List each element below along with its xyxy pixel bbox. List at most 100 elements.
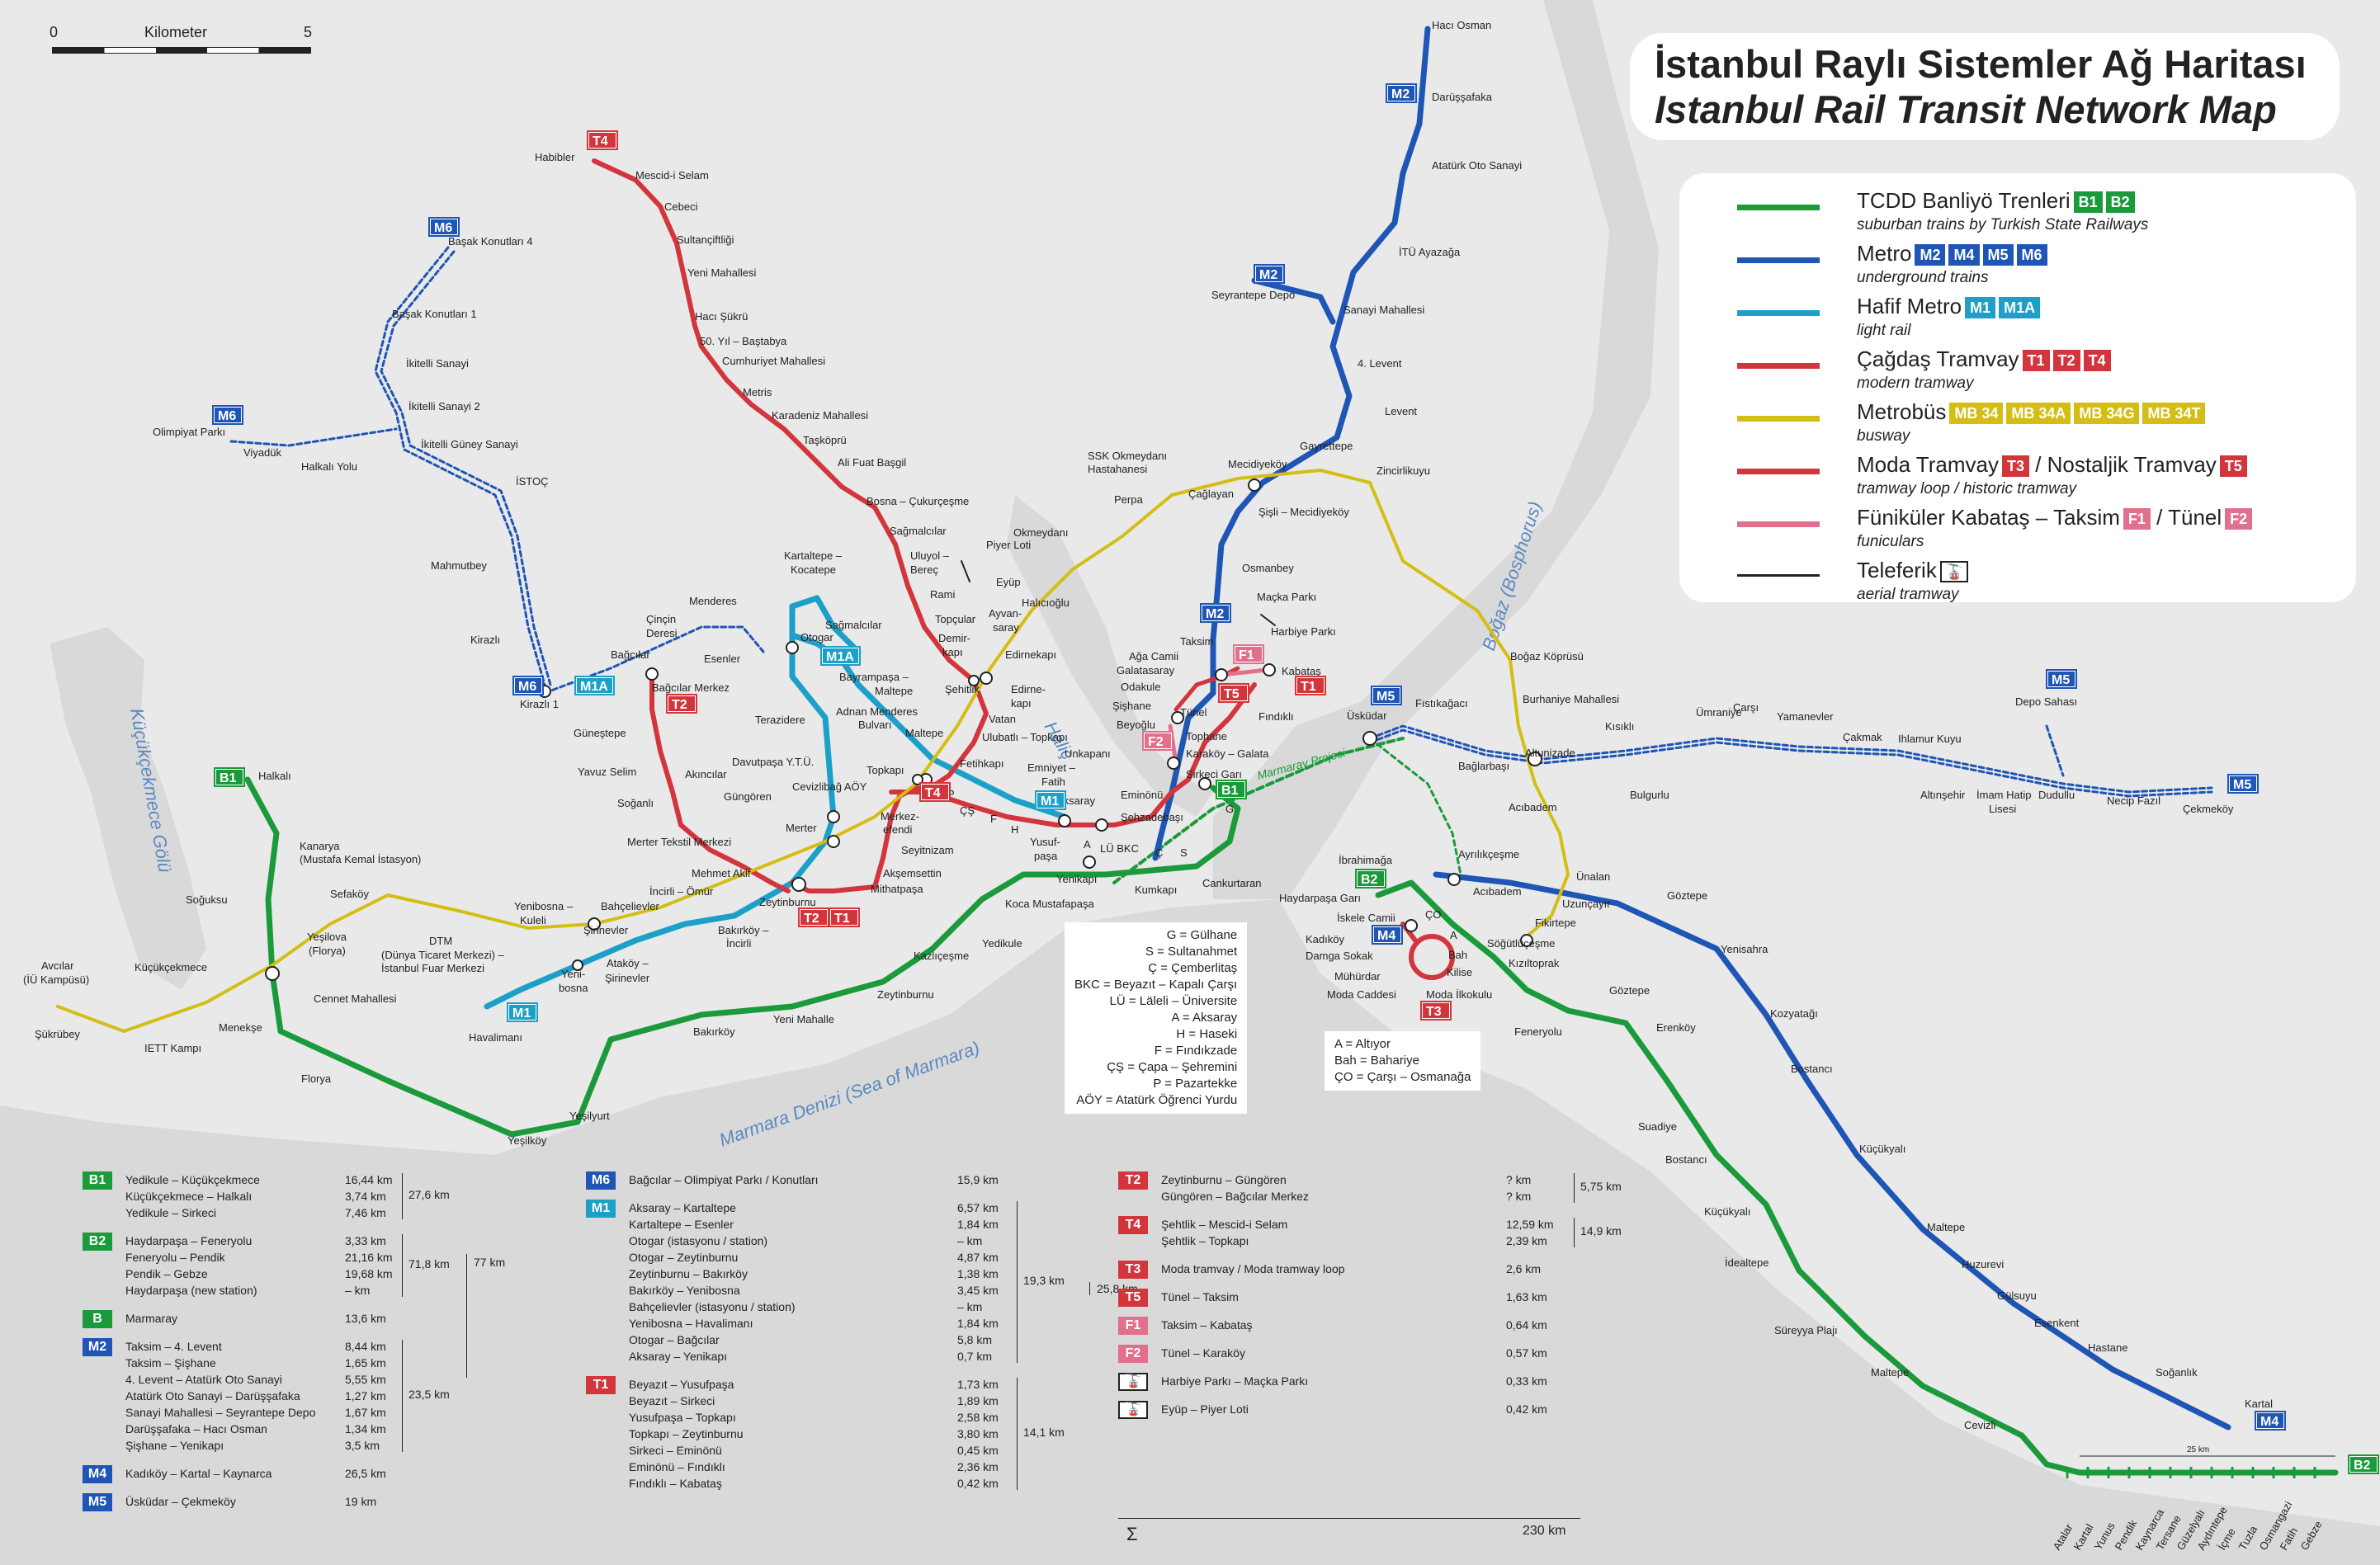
station-label[interactable]: Havalimanı [469,1031,522,1044]
station-label[interactable]: efendi [883,823,913,836]
station-label[interactable]: Esenkent [2034,1317,2080,1329]
station-label[interactable]: Altınşehir [1920,789,1966,801]
station-label[interactable]: Kısıklı [1605,720,1634,733]
station-label[interactable]: Feneryolu [1514,1025,1562,1038]
station-label[interactable]: Bulgurlu [1630,789,1669,801]
interchange[interactable] [1405,919,1418,932]
station-label[interactable]: Bakırköy – [718,924,769,936]
station-label[interactable]: Halkalı Yolu [301,460,357,473]
station-label[interactable]: Uluyol – [910,549,950,562]
station-label[interactable]: Halıcıoğlu [1022,596,1070,609]
station-label[interactable]: Kocatepe [791,563,836,576]
station-label[interactable]: Güneştepe [574,727,626,739]
interchange[interactable] [1447,873,1461,886]
station-label[interactable]: Ç [1155,846,1163,859]
station-label[interactable]: IETT Kampı [144,1042,201,1054]
station-label[interactable]: Rami [930,588,955,601]
station-label[interactable]: Esenler [704,653,741,665]
station-label[interactable]: İbrahimağa [1339,854,1393,866]
station-label[interactable]: Küçükyalı [1859,1143,1905,1155]
station-label[interactable]: Cankurtaran [1202,877,1262,889]
station-label[interactable]: Mescid-i Selam [635,169,709,181]
interchange[interactable] [827,835,840,848]
station-label[interactable]: Fındıklı [1258,710,1294,723]
interchange[interactable] [786,641,799,654]
station-label[interactable]: Çakmak [1843,731,1882,743]
station-label[interactable]: 4. Levent [1358,357,1402,370]
station-label[interactable]: Bostancı [1665,1153,1707,1166]
station-label[interactable]: Okmeydanı [1013,526,1068,539]
station-label[interactable]: Bayrampaşa – [839,671,909,683]
station-label[interactable]: Maltepe [1871,1366,1909,1379]
station-label[interactable]: Sefaköy [330,888,369,900]
station-label[interactable]: Fetihkapı [960,757,1003,770]
line-badge-m1[interactable]: M1 [507,1002,538,1022]
station-label[interactable]: Göztepe [1667,889,1707,902]
station-label[interactable]: Yeni- [561,968,585,980]
station-label[interactable]: Kadıköy [1306,933,1344,945]
station-label[interactable]: Söğütlüçeşme [1487,937,1555,950]
station-label[interactable]: Olimpiyat Parkı [153,426,225,438]
station-label[interactable]: Burhaniye Mahallesi [1523,693,1619,705]
line-badge-m2[interactable]: M2 [1254,264,1285,284]
interchange[interactable] [265,966,280,981]
station-label[interactable]: Halkalı [258,770,291,782]
station-label[interactable]: Gayrettepe [1300,440,1353,452]
station-label[interactable]: Küçükçekmece [135,961,207,973]
station-label[interactable]: Fıstıkağacı [1415,697,1468,709]
station-label[interactable]: Kozyatağı [1770,1007,1818,1020]
station-label[interactable]: Bereç [910,563,938,576]
station-label[interactable]: kapı [1011,697,1032,709]
station-label[interactable]: Deresi [646,627,678,639]
interchange[interactable] [1520,934,1533,947]
station-label[interactable]: Soğanlı [617,797,654,809]
station-label[interactable]: Maltepe [875,685,913,697]
station-label[interactable]: Yamanevler [1777,710,1834,723]
station-label[interactable]: Habibler [535,151,575,163]
station-label[interactable]: Kazlıçeşme [914,950,969,962]
station-label[interactable]: Şirinevler [605,972,650,984]
station-label[interactable]: Akşemsettin [883,867,942,879]
station-label[interactable]: Metris [743,386,772,398]
station-label[interactable]: 50. Yıl – Baştabya [700,335,787,347]
station-label[interactable]: Edirne- [1011,683,1046,695]
station-label[interactable]: (Mustafa Kemal İstasyon) [300,853,421,865]
station-label[interactable]: Sağmalcılar [890,525,947,537]
line-badge-b2[interactable]: B2 [2348,1454,2379,1474]
station-label[interactable]: Göztepe [1609,984,1650,997]
line-badge-t5[interactable]: T5 [1218,683,1249,703]
station-label[interactable]: Tophane [1186,730,1227,742]
station-label[interactable]: Harbiye Parkı [1271,625,1336,638]
station-label[interactable]: Mahmutbey [431,559,487,572]
interchange[interactable] [1263,663,1276,676]
station-label[interactable]: Taksim [1180,635,1213,648]
station-label[interactable]: SSK Okmeydanı [1088,450,1167,462]
station-label[interactable]: Ünalan [1576,870,1610,883]
station-label[interactable]: Ağa Camii [1129,650,1178,662]
station-label[interactable]: Menderes [689,595,737,607]
station-label[interactable]: Karaköy – Galata [1186,747,1269,760]
station-label[interactable]: İkitelli Sanayi 2 [408,400,480,412]
station-label[interactable]: Yenisahra [1721,943,1768,955]
station-label[interactable]: İncirli [726,937,751,950]
interchange[interactable] [1362,731,1377,746]
station-label[interactable]: Cevizli [1964,1419,1995,1431]
station-label[interactable]: Terazidere [755,714,805,726]
station-label[interactable]: Zincirlikuyu [1377,464,1430,477]
station-label[interactable]: Bahçelievler [601,900,659,912]
station-label[interactable]: Bosna – Çukurçeşme [867,495,969,507]
station-label[interactable]: Üsküdar [1347,709,1387,722]
station-label[interactable]: İTÜ Ayazağa [1399,246,1461,258]
station-label[interactable]: (Dünya Ticaret Merkezi) – [381,949,505,961]
station-label[interactable]: Kartaltepe – [784,549,843,562]
station-label[interactable]: Kanarya [300,840,340,852]
station-label[interactable]: Maçka Parkı [1257,591,1316,603]
interchange[interactable] [1198,777,1211,790]
station-label[interactable]: Adnan Menderes [836,705,918,718]
interchange[interactable] [1171,711,1184,724]
interchange[interactable] [572,959,583,971]
station-label[interactable]: H [1011,823,1018,836]
station-label[interactable]: Hacı Şükrü [695,310,748,323]
line-badge-t3[interactable]: T3 [1420,1001,1452,1021]
station-label[interactable]: Acıbadem [1509,801,1557,813]
